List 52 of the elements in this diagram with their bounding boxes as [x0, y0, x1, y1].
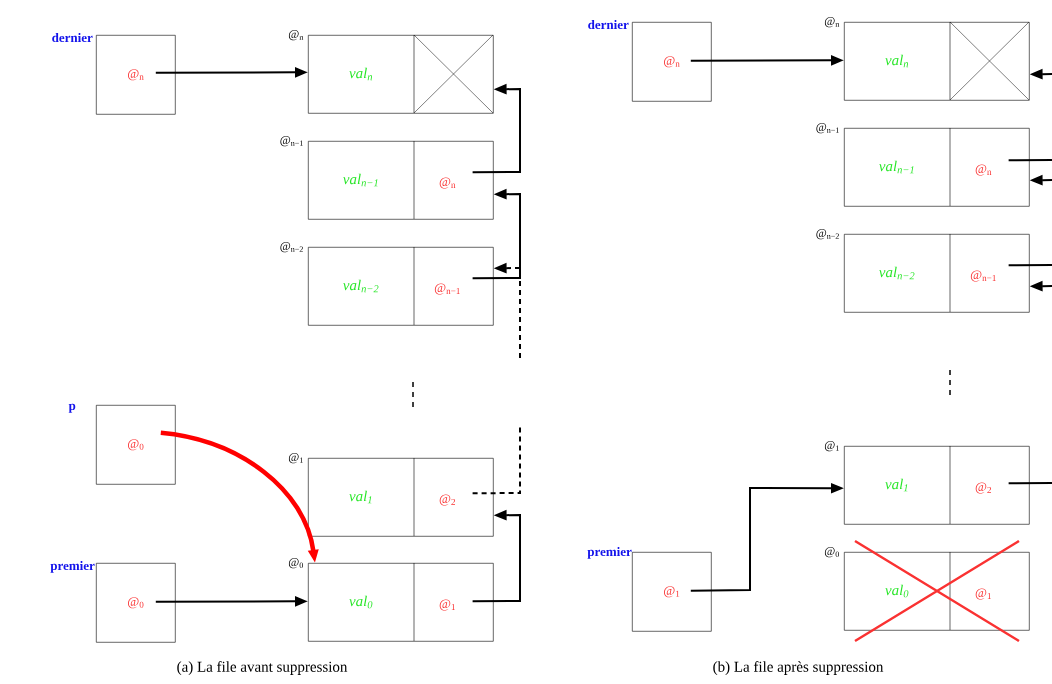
address-label: @$_{n−2}$ [816, 229, 839, 240]
list-cell: val$_{n−1}$ @$_{n}$ [308, 140, 494, 220]
connector-line [1007, 264, 1052, 267]
variable-box: @$_{n}$ [632, 22, 712, 102]
connector-line [1007, 482, 1052, 485]
variable-box: @$_{1}$ [632, 552, 712, 632]
list-cell: val$_{n−2}$ @$_{n−1}$ [308, 246, 494, 326]
node-label: val$_{n−1}$ [879, 160, 914, 174]
caption: (b) La file après suppression [713, 661, 884, 675]
variable-box: @$_{0}$ [96, 563, 176, 643]
node-label: @$_{n}$ [975, 164, 992, 176]
variable-name: premier [50, 561, 95, 573]
address-label: @$_{n−1}$ [816, 123, 839, 134]
node-label: val$_{n−2}$ [343, 279, 379, 293]
variable-box: @$_{n}$ [96, 35, 176, 115]
list-cell: val$_{1}$ @$_{2}$ [308, 457, 494, 537]
variable-box: @$_{0}$ [96, 405, 176, 485]
node-label: @$_{1}$ [439, 599, 455, 611]
node-label: @$_{2}$ [975, 482, 992, 494]
list-cell: val$_{n}$ [844, 21, 1030, 101]
address-label: @$_{n−2}$ [280, 242, 303, 253]
address-label: @$_{n−1}$ [280, 136, 303, 147]
address-label: @$_{1}$ [824, 441, 839, 452]
list-cell: val$_{0}$ @$_{1}$ [308, 562, 494, 642]
address-label: @$_{n}$ [288, 30, 304, 41]
node-label: @$_{n}$ [439, 177, 456, 189]
list-cell: val$_{n−1}$ @$_{n}$ [844, 127, 1030, 207]
list-cell: val$_{1}$ @$_{2}$ [844, 445, 1030, 525]
list-cell: val$_{n−2}$ @$_{n−1}$ [844, 233, 1030, 313]
node-label: @$_{n−1}$ [434, 283, 460, 295]
address-label: @$_{0}$ [288, 558, 303, 569]
list-cell: val$_{n}$ [308, 34, 494, 114]
node-label: val$_{n−2}$ [879, 266, 915, 280]
address-label: @$_{0}$ [824, 547, 839, 558]
node-label: @$_{n−1}$ [970, 270, 996, 282]
variable-name: dernier [52, 33, 93, 43]
address-label: @$_{1}$ [288, 453, 303, 464]
list-cell: val$_{0}$ @$_{1}$ [844, 551, 1030, 631]
node-label: val$_{0}$ [349, 595, 373, 609]
address-label: @$_{n}$ [824, 17, 840, 28]
node-label: @$_{2}$ [439, 494, 456, 506]
connector-line [471, 424, 521, 495]
node-label: val$_{1}$ [349, 490, 372, 504]
variable-name: dernier [588, 20, 629, 30]
node-label: @$_{1}$ [975, 588, 991, 600]
variable-name: premier [587, 547, 632, 559]
connector-line [1007, 159, 1052, 162]
node-label: val$_{n−1}$ [343, 173, 378, 187]
node-label: val$_{0}$ [885, 584, 909, 598]
variable-name: p [68, 403, 76, 413]
caption: (a) La file avant suppression [177, 661, 348, 675]
node-label: val$_{1}$ [885, 478, 908, 492]
